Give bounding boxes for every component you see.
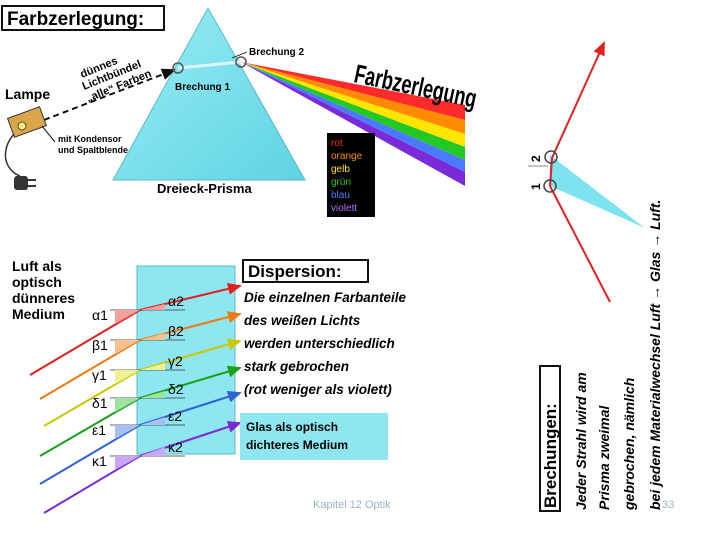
glass-note-1: Glas als optisch [246, 420, 338, 434]
spectrum-fan [241, 62, 465, 186]
angle-gamma1: γ1 [92, 367, 107, 383]
medium-label-4: Medium [12, 306, 65, 322]
top-title: Farbzerlegung: [7, 9, 144, 30]
medium-label-2: optisch [12, 274, 62, 290]
angle-eps2: ε2 [168, 408, 182, 424]
top-prism [112, 6, 306, 181]
refraction-point-2 [235, 56, 247, 68]
refraction-2-label: Brechung 2 [249, 47, 304, 58]
legend-violett: violett [331, 203, 357, 214]
right-num-1: 1 [529, 183, 543, 190]
right-num-2: 2 [529, 155, 543, 162]
medium-label-1: Luft als [12, 258, 62, 274]
right-line-4: bei jedem Materialwechsel Luft → Glas → … [647, 200, 663, 510]
incoming-beam [43, 68, 176, 121]
top-panel: Farbzerlegung: dünnes Lichtbündel „alle“… [0, 0, 479, 230]
legend-rot: rot [331, 138, 343, 149]
refraction-point-1 [172, 62, 184, 74]
angle-alpha2: α2 [168, 293, 184, 309]
angle-beta1: β1 [92, 337, 108, 353]
right-point-1 [543, 179, 557, 193]
lamp-label: Lampe [5, 86, 50, 102]
right-prism-shape [550, 155, 645, 228]
angle-gamma2: γ2 [168, 353, 183, 369]
right-ray-out [551, 41, 605, 159]
angle-delta2: δ2 [168, 381, 184, 397]
lamp [4, 106, 48, 190]
angle-alpha1: α1 [92, 307, 108, 323]
bottom-panel: Luft als optisch dünneres Medium [12, 258, 407, 514]
legend-blau: blau [331, 190, 350, 201]
legend-gelb: gelb [331, 164, 350, 175]
incoming-rays [29, 309, 141, 514]
footer-chapter: Kapitel 12 Optik [313, 499, 391, 511]
angle-eps1: ε1 [92, 422, 106, 438]
footer-page: 33 [662, 499, 674, 511]
legend-orange: orange [331, 151, 363, 162]
right-point-2 [544, 150, 558, 164]
right-panel: 2 1 Brechungen: Jeder Strahl wird am Pri… [520, 0, 668, 515]
dispersion-line-1: Die einzelnen Farbanteile [244, 290, 407, 305]
refraction-1-label: Brechung 1 [175, 82, 230, 93]
dispersion-line-2: des weißen Lichts [244, 313, 361, 328]
angle-wedges [115, 304, 165, 470]
angle-kappa1: κ1 [92, 453, 107, 469]
medium-label-3: dünneres [12, 290, 75, 306]
dispersion-line-5: (rot weniger als violett) [244, 382, 392, 397]
glass-note-2: dichteres Medium [246, 438, 348, 452]
prism-label: Dreieck-Prisma [157, 181, 252, 196]
right-line-1: Jeder Strahl wird am [573, 372, 589, 510]
glass-note-box [240, 413, 388, 460]
beam-in-prism [177, 60, 242, 70]
legend-gruen: grün [331, 177, 351, 188]
angle-beta2: β2 [168, 323, 184, 339]
dispersion-line-3: werden unterschiedlich [244, 336, 395, 351]
dispersion-title: Dispersion: [248, 262, 342, 281]
angle-kappa2: κ2 [168, 439, 183, 455]
right-line-3: gebrochen, nämlich [621, 378, 637, 511]
angle-delta1: δ1 [92, 395, 108, 411]
glass-block [136, 265, 236, 455]
lamp-note-2: und Spaltblende [58, 145, 128, 155]
right-title: Brechungen: [541, 403, 560, 508]
right-ray-in [549, 185, 611, 303]
color-legend [327, 133, 375, 217]
right-line-2: Prisma zweimal [596, 405, 612, 510]
dispersion-line-4: stark gebrochen [244, 359, 349, 374]
lamp-note-1: mit Kondensor [58, 134, 122, 144]
